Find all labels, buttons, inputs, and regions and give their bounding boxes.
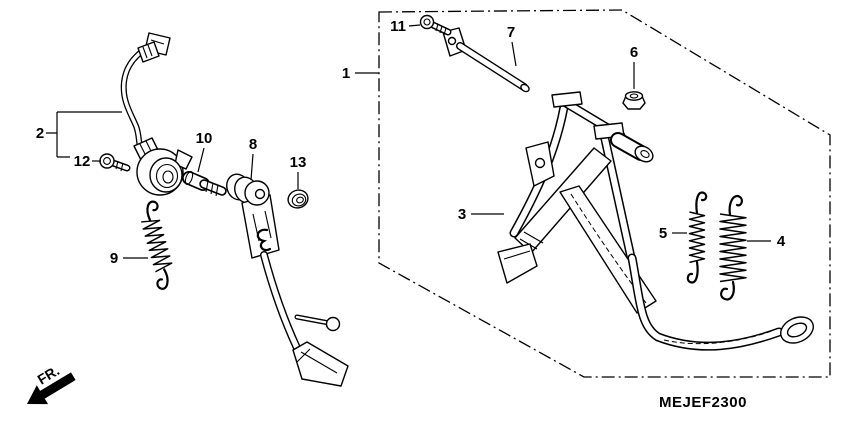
callout-label-7: 7 [507,24,515,41]
callout-label-4: 4 [777,233,786,250]
callout-label-3: 3 [458,206,466,223]
flange-nut13-icon [287,189,309,209]
callout-3: 3 [458,206,504,223]
callout-8: 8 [249,136,257,181]
pivot-bolt-icon [419,14,452,36]
stand-rod [442,27,530,93]
callout-11: 11 [390,18,421,35]
callout-label-2: 2 [36,125,44,142]
side-stand-spring-icon [141,200,173,290]
callout-label-11: 11 [390,18,406,35]
diagram-code: MEJEF2300 [659,394,747,411]
callout-label-6: 6 [630,44,638,61]
callout-label-5: 5 [659,225,667,242]
callout-12: 12 [74,153,101,170]
callout-label-12: 12 [74,153,91,170]
assembly-boundary [378,9,831,378]
front-arrow-icon [27,372,76,405]
side-stand-switch [120,32,193,196]
callout-9: 9 [110,250,148,267]
center-stand [497,91,814,351]
callout-1: 1 [342,65,379,82]
side-stand [226,173,349,387]
callout-5: 5 [659,225,687,242]
callout-label-1: 1 [342,65,350,82]
callout-label-13: 13 [290,154,307,171]
callout-label-9: 9 [110,250,118,267]
stepped-bolt-icon [182,170,227,197]
callout-label-10: 10 [196,130,213,147]
main-spring-icon [719,194,747,301]
callout-label-8: 8 [249,136,257,153]
callout-10: 10 [196,130,213,173]
sub-spring-icon [686,191,708,284]
callout-4: 4 [747,233,786,250]
flange-nut-icon [622,91,646,110]
front-direction-arrow: FR. [27,362,76,405]
flange-bolt-icon [99,153,131,172]
callout-2: 2 [36,111,122,158]
callout-6: 6 [630,44,638,89]
callout-7: 7 [507,24,517,67]
callout-13: 13 [290,154,307,189]
